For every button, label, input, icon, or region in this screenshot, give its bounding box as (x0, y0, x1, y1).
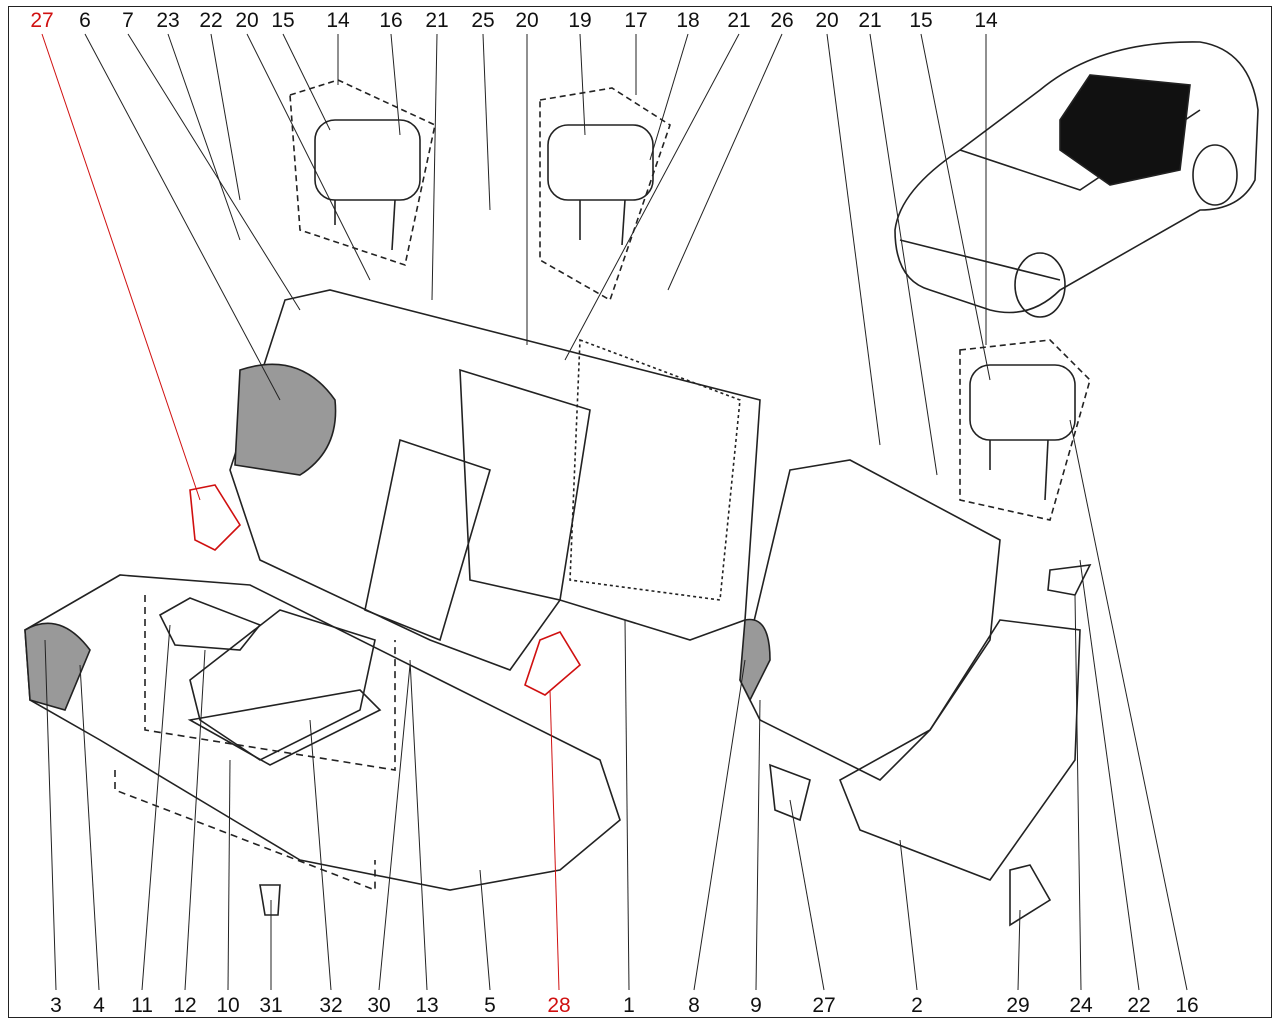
leader-line-27 (789, 799, 825, 991)
part-27-highlight (189, 484, 242, 551)
bottom-label-4: 4 (93, 994, 105, 1017)
backrest-right (739, 459, 1092, 927)
leader-line-3 (44, 639, 57, 991)
bottom-label-3: 3 (50, 994, 62, 1017)
leader-line-19 (579, 33, 586, 136)
part-28-highlight (524, 631, 582, 696)
car-thumbnail (894, 41, 1259, 318)
top-label-21: 21 (425, 9, 449, 32)
leader-line-8 (693, 659, 746, 991)
bottom-label-12: 12 (173, 994, 197, 1017)
leader-line-20 (246, 33, 371, 281)
backrest-left (229, 289, 761, 671)
bottom-label-9: 9 (750, 994, 762, 1017)
leader-line-11 (141, 624, 171, 991)
bottom-label-30: 30 (367, 994, 391, 1017)
top-label-16: 16 (379, 9, 403, 32)
leader-line-30 (378, 664, 411, 991)
bottom-label-27: 27 (812, 994, 836, 1017)
leader-line-16 (390, 33, 401, 136)
leader-line-22 (1079, 559, 1140, 991)
top-label-7: 7 (122, 9, 134, 32)
bottom-label-1: 1 (623, 994, 635, 1017)
leader-line-21 (869, 33, 938, 476)
top-label-20: 20 (515, 9, 539, 32)
top-label-15: 15 (271, 9, 295, 32)
leader-line-16 (1069, 419, 1188, 991)
leader-line-15 (282, 33, 331, 131)
leader-line-2 (899, 839, 918, 991)
leader-line-18 (649, 33, 689, 161)
bottom-label-16: 16 (1175, 994, 1199, 1017)
leader-lines (41, 33, 1188, 991)
leader-line-1 (624, 619, 630, 991)
leader-line-23 (167, 33, 241, 241)
leader-line-21 (431, 33, 438, 301)
top-label-20: 20 (815, 9, 839, 32)
top-label-6: 6 (79, 9, 91, 32)
top-label-27: 27 (30, 9, 54, 32)
leader-line-12 (184, 649, 206, 991)
seat-cushion (24, 574, 621, 916)
leader-line-32 (309, 719, 332, 991)
leader-line-13 (409, 659, 428, 991)
leader-line-25 (482, 33, 491, 211)
leader-line-10 (227, 759, 231, 991)
top-label-22: 22 (199, 9, 223, 32)
bottom-label-10: 10 (216, 994, 240, 1017)
top-label-26: 26 (770, 9, 794, 32)
bottom-label-29: 29 (1006, 994, 1030, 1017)
bottom-label-2: 2 (911, 994, 923, 1017)
bottom-label-11: 11 (131, 994, 153, 1017)
headrest-left (289, 79, 436, 267)
top-label-14: 14 (326, 9, 350, 32)
diagram-frame (8, 6, 1272, 1018)
bottom-label-28: 28 (547, 994, 571, 1017)
top-label-15: 15 (909, 9, 933, 32)
top-label-14: 14 (974, 9, 998, 32)
top-label-18: 18 (676, 9, 700, 32)
leader-line-22 (210, 33, 241, 201)
top-label-21: 21 (858, 9, 882, 32)
top-label-20: 20 (235, 9, 259, 32)
leader-line-15 (920, 33, 991, 381)
bottom-label-31: 31 (259, 994, 283, 1017)
bottom-label-24: 24 (1069, 994, 1093, 1017)
bottom-label-8: 8 (688, 994, 700, 1017)
leader-line-24 (1074, 594, 1082, 991)
leader-line-20 (826, 33, 881, 446)
leader-line-29 (1017, 909, 1021, 991)
top-label-23: 23 (156, 9, 180, 32)
bottom-label-13: 13 (415, 994, 439, 1017)
leader-line-9 (755, 699, 761, 991)
top-label-17: 17 (624, 9, 648, 32)
leader-line-6 (84, 33, 281, 401)
leader-line-26 (667, 33, 783, 291)
leader-line-28 (549, 689, 560, 991)
leader-line-27 (41, 33, 201, 501)
leader-line-4 (79, 664, 100, 991)
leader-line-5 (479, 869, 491, 991)
leader-line-21 (564, 33, 740, 361)
bottom-label-22: 22 (1127, 994, 1151, 1017)
leader-line-7 (127, 33, 301, 311)
bottom-label-32: 32 (319, 994, 343, 1017)
bottom-label-5: 5 (484, 994, 496, 1017)
headrest-right (959, 339, 1091, 521)
top-label-25: 25 (471, 9, 495, 32)
top-label-19: 19 (568, 9, 592, 32)
headrest-center (539, 87, 671, 302)
top-label-21: 21 (727, 9, 751, 32)
